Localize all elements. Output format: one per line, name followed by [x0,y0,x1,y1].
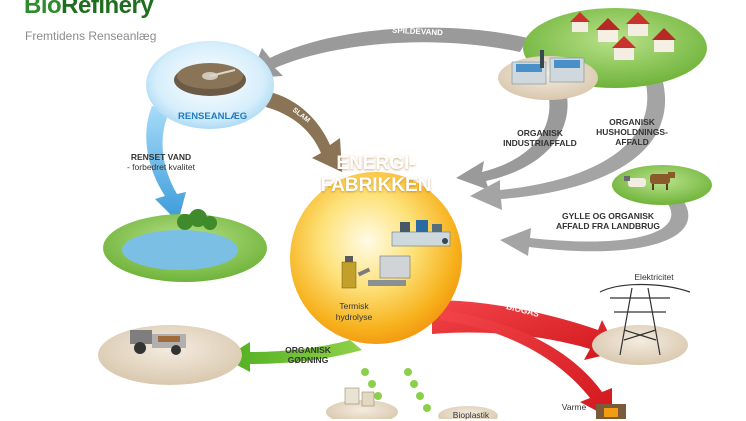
elektricitet-label: Elektricitet [634,272,674,282]
tractor-icon [130,330,186,355]
brand-refinery: Refinery [61,0,154,19]
lake-water [122,230,238,270]
industry-icon [511,50,585,85]
cows-icon [624,172,675,190]
husholdning-line1: ORGANISK [609,117,655,127]
industriaffald-line2: INDUSTRIAFFALD [503,138,577,148]
organisk-goedning-label: ORGANISK GØDNING [278,345,338,365]
gylle-line1: GYLLE OG ORGANISK [561,211,655,221]
heater-icon [596,404,626,419]
varme-label: Varme [561,402,587,412]
product-jars-icon [344,387,375,407]
spildevand-arrow [250,27,528,78]
cows-disc [612,165,712,205]
factory-illustration [391,220,451,247]
industriaffald-arrow [456,90,568,190]
goedning-line1: ORGANISK [285,345,331,355]
energifabrikken-sphere [290,172,462,344]
renseanlaeg-label: RENSEANLÆG [178,111,248,122]
varme-arrow [440,310,612,419]
biogas-arrow [432,300,618,360]
renset-vand-label: RENSET VAND - forbedret kvalitet [96,152,226,172]
fabrikken-line2: FABRIKKEN [320,175,432,196]
husholdning-line2: HUSHOLDNINGS- [596,127,668,137]
dotted-connector-right [404,368,431,412]
energi-line1: ENERGI- [336,153,416,174]
trees-icon [177,209,217,230]
husholdningsaffald-label: ORGANISK HUSHOLDNINGS- AFFALD [586,117,678,147]
husholdning-line3: AFFALD [615,137,649,147]
gylle-arrow [500,196,689,256]
hydrolyse-line: hydrolyse [335,312,373,322]
power-pylon-icon [599,283,691,356]
electricity-disc [592,325,688,365]
husholdningsaffald-arrow [470,78,666,210]
renset-vand-arrow [146,106,186,222]
products-disc [326,400,398,419]
gylle-label: GYLLE OG ORGANISK AFFALD FRA LANDBRUG [538,211,678,231]
houses-icon [570,12,676,60]
industriaffald-label: ORGANISK INDUSTRIAFFALD [498,128,582,148]
bioplastik-label: Bioplastik [452,410,490,420]
termisk-line: Termisk [339,301,369,311]
bioplastik-disc [438,406,498,419]
industriaffald-line1: ORGANISK [517,128,563,138]
organisk-goedning-arrow [224,340,362,372]
energifabrikken-title: ENERGI- FABRIKKEN [318,153,434,197]
goedning-line2: GØDNING [287,355,329,365]
hydrolyse-plant-icon [341,255,411,289]
renset-vand-line1: RENSET VAND [130,152,192,162]
treatment-tank-icon [174,63,246,96]
brand-bio: Bio [24,0,62,19]
renset-vand-line2: - forbedret kvalitet [126,162,196,172]
slam-arrow [262,92,342,172]
gylle-line2: AFFALD FRA LANDBRUG [555,221,661,231]
brand-logo: BioRefinery [24,0,154,20]
hydrolyse-label: Termisk hydrolyse [326,301,382,323]
tagline: Fremtidens Renseanlæg [25,29,157,43]
